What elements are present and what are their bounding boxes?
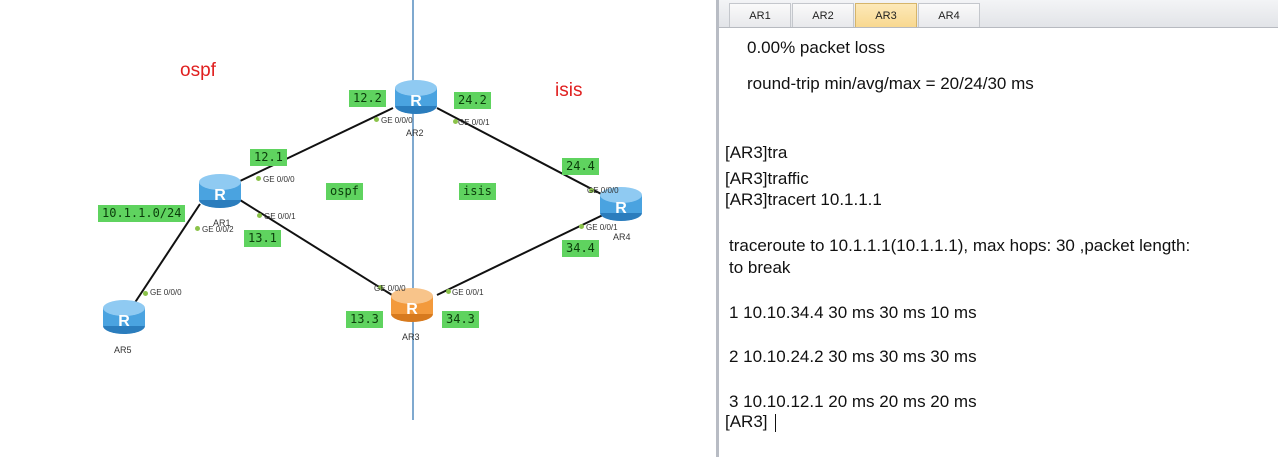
port-dot [256, 176, 261, 181]
console-line: to break [729, 258, 791, 277]
port-label-ar1-g2: GE 0/0/2 [202, 225, 234, 234]
address-label-ar3-right: 34.3 [442, 311, 479, 328]
port-dot [378, 285, 383, 290]
router-ar3[interactable]: R [389, 284, 435, 324]
port-label-ar1-g0: GE 0/0/0 [263, 175, 295, 184]
port-dot [446, 289, 451, 294]
protocol-label-isis: isis [555, 80, 583, 101]
protocol-label-ospf: ospf [180, 60, 216, 81]
link-ar1-ar5[interactable] [133, 203, 201, 305]
console-output[interactable]: 0.00% packet loss round-trip min/avg/max… [719, 28, 1278, 457]
address-label-ar2-right: 24.2 [454, 92, 491, 109]
address-label-ar1-down: 13.1 [244, 230, 281, 247]
address-label-ar2-left: 12.2 [349, 90, 386, 107]
port-dot [257, 213, 262, 218]
port-dot [453, 119, 458, 124]
link-ar2-ar4[interactable] [436, 107, 606, 197]
port-dot [195, 226, 200, 231]
console-tab-bar: AR1 AR2 AR3 AR4 [719, 0, 1278, 28]
console-line: [AR3]traffic [725, 169, 809, 188]
link-ar3-ar4[interactable] [436, 213, 606, 296]
address-label-ar4-down: 34.4 [562, 240, 599, 257]
link-ar1-ar2[interactable] [239, 107, 394, 182]
console-line: round-trip min/avg/max = 20/24/30 ms [747, 74, 1034, 93]
router-ar4[interactable]: R [598, 183, 644, 223]
address-label-ar1-up: 12.1 [250, 149, 287, 166]
router-icon: R [199, 174, 241, 208]
port-label-ar2-g1: GE 0/0/1 [458, 118, 490, 127]
port-label-ar3-g0: GE 0/0/0 [374, 284, 406, 293]
text-cursor [775, 414, 776, 432]
tab-ar4[interactable]: AR4 [918, 3, 980, 27]
tab-ar3[interactable]: AR3 [855, 3, 917, 27]
router-icon: R [600, 187, 642, 221]
console-prompt: [AR3] [725, 412, 768, 431]
router-name-ar5: AR5 [114, 345, 132, 355]
topology-links [133, 0, 606, 420]
router-ar1[interactable]: R [197, 170, 243, 210]
router-ar5[interactable]: R [101, 296, 147, 336]
console-line: 2 10.10.24.2 30 ms 30 ms 30 ms [729, 347, 977, 366]
router-name-ar4: AR4 [613, 232, 631, 242]
port-dot [589, 188, 594, 193]
area-label-isis: isis [459, 183, 496, 200]
address-label-ar3-left: 13.3 [346, 311, 383, 328]
svg-text:R: R [615, 200, 627, 217]
console-line: 1 10.10.34.4 30 ms 30 ms 10 ms [729, 303, 977, 322]
router-ar2[interactable]: R [393, 76, 439, 116]
port-label-ar4-g1: GE 0/0/1 [586, 223, 618, 232]
console-line: 0.00% packet loss [747, 38, 885, 57]
address-label-ar4-up: 24.4 [562, 158, 599, 175]
tab-ar2[interactable]: AR2 [792, 3, 854, 27]
console-line: traceroute to 10.1.1.1(10.1.1.1), max ho… [729, 236, 1191, 255]
router-icon: R [391, 288, 433, 322]
svg-text:R: R [118, 313, 130, 330]
port-label-ar3-g1: GE 0/0/1 [452, 288, 484, 297]
router-name-ar3: AR3 [402, 332, 420, 342]
svg-text:R: R [410, 93, 422, 110]
port-dot [143, 291, 148, 296]
router-icon: R [103, 300, 145, 334]
svg-text:R: R [214, 187, 226, 204]
console-line: 3 10.10.12.1 20 ms 20 ms 20 ms [729, 392, 977, 411]
router-icon: R [395, 80, 437, 114]
tab-ar1[interactable]: AR1 [729, 3, 791, 27]
link-ar1-ar3[interactable] [239, 199, 393, 296]
port-label-ar5-g0: GE 0/0/0 [150, 288, 182, 297]
port-dot [579, 224, 584, 229]
port-label-ar2-g0: GE 0/0/0 [381, 116, 413, 125]
console-line: [AR3]tra [725, 143, 788, 162]
area-label-ospf: ospf [326, 183, 363, 200]
router-name-ar1: AR1 [213, 218, 231, 228]
address-label-lan: 10.1.1.0/24 [98, 205, 186, 222]
port-label-ar4-g0: GE 0/0/0 [587, 186, 619, 195]
svg-text:R: R [406, 301, 418, 318]
port-label-ar1-g1: GE 0/0/1 [264, 212, 296, 221]
console-line: [AR3]tracert 10.1.1.1 [725, 190, 882, 209]
router-name-ar2: AR2 [406, 128, 424, 138]
port-dot [374, 117, 379, 122]
topology-canvas: ospf isis R R R R [98, 0, 644, 420]
console-panel: AR1 AR2 AR3 AR4 0.00% packet loss round-… [716, 0, 1278, 457]
